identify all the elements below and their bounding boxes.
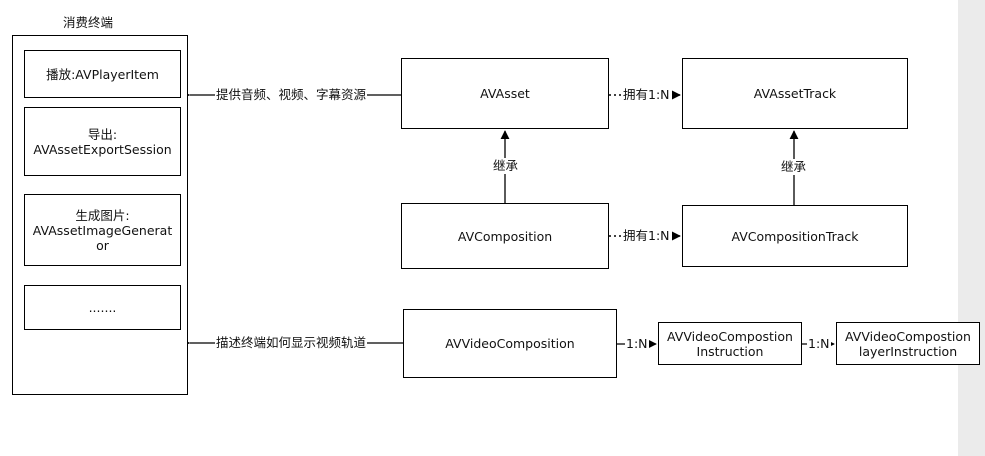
- window-edge: [958, 0, 985, 456]
- edge-inherit-track-label: 继承: [780, 159, 808, 175]
- consumer-item-player: 播放:AVPlayerItem: [24, 50, 181, 98]
- edge-describe-display-label: 描述终端如何显示视频轨道: [215, 335, 368, 351]
- consumer-item-more: .......: [24, 285, 181, 330]
- node-avvideocomposition: AVVideoComposition: [403, 309, 617, 378]
- node-avcomposition: AVComposition: [401, 203, 609, 269]
- edge-instruction-to-layer-label: 1:N: [807, 336, 831, 352]
- edge-composition-owns-track-label: 拥有1:N: [622, 228, 671, 244]
- edge-asset-owns-track-label: 拥有1:N: [622, 87, 671, 103]
- node-avassettrack: AVAssetTrack: [682, 58, 908, 129]
- edge-inherit-asset-label: 继承: [492, 158, 520, 174]
- node-avasset: AVAsset: [401, 58, 609, 129]
- node-avcompositiontrack: AVCompositionTrack: [682, 205, 908, 267]
- edge-provide-resources-label: 提供音频、视频、字幕资源: [215, 87, 368, 103]
- consumer-item-export: 导出:AVAssetExportSession: [24, 107, 181, 176]
- consumer-title: 消费终端: [63, 15, 114, 30]
- edge-video-to-instruction-label: 1:N: [625, 336, 649, 352]
